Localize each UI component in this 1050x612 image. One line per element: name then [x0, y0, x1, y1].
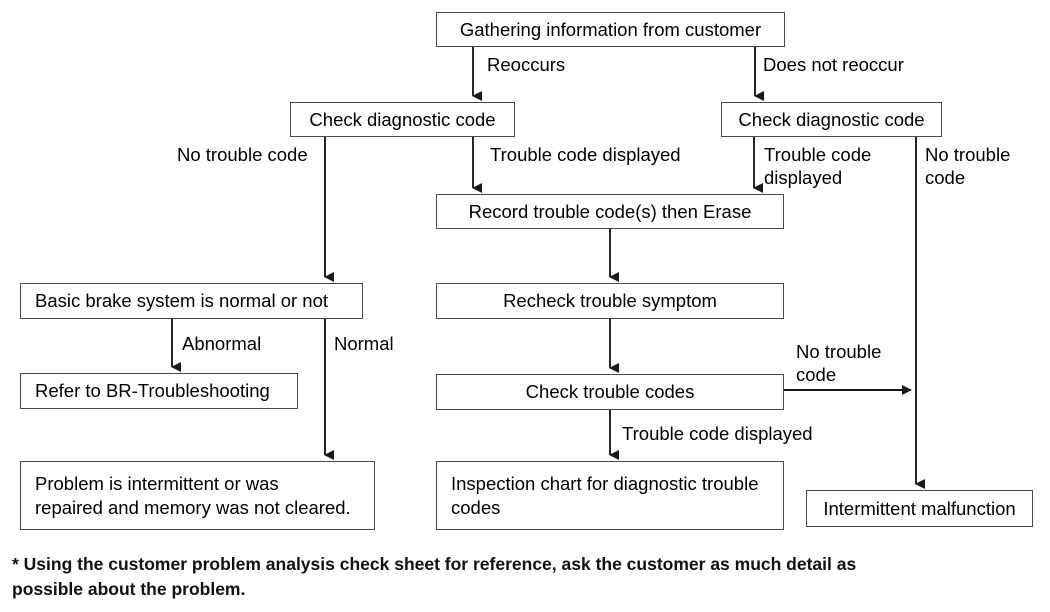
node-label: Inspection chart for diagnostic trouble … [451, 473, 759, 518]
node-inspection-chart-for-dtc[interactable]: Inspection chart for diagnostic trouble … [436, 461, 784, 530]
node-label: Problem is intermittent or was repaired … [35, 473, 351, 518]
node-label: Check diagnostic code [738, 108, 925, 130]
edge-label-reoccurs: Reoccurs [487, 54, 566, 75]
edge-label-no-trouble-code-left: No trouble code [177, 144, 308, 165]
node-label: Intermittent malfunction [823, 497, 1016, 519]
edge-label-no-trouble-code-far-right: No trouble code [925, 144, 1011, 188]
node-refer-to-br-troubleshooting[interactable]: Refer to BR-Troubleshooting [20, 373, 298, 409]
node-label: Check trouble codes [525, 381, 695, 403]
node-check-diagnostic-code-left[interactable]: Check diagnostic code [290, 102, 515, 137]
node-label: Check diagnostic code [309, 108, 496, 130]
node-basic-brake-system-normal-or-not[interactable]: Basic brake system is normal or not [20, 283, 363, 319]
node-gathering-information[interactable]: Gathering information from customer [436, 12, 785, 47]
node-intermittent-malfunction[interactable]: Intermittent malfunction [806, 490, 1033, 527]
edge-label-does-not-reoccur: Does not reoccur [763, 54, 904, 75]
node-check-trouble-codes[interactable]: Check trouble codes [436, 374, 784, 410]
edge-label-trouble-code-displayed-right: Trouble code displayed [764, 144, 872, 188]
node-label: Recheck trouble symptom [503, 290, 717, 312]
edge-label-trouble-code-displayed-middle: Trouble code displayed [490, 144, 681, 165]
node-label: Basic brake system is normal or not [35, 290, 329, 312]
node-check-diagnostic-code-right[interactable]: Check diagnostic code [721, 102, 942, 137]
edge-label-no-trouble-code-middle: No trouble code [796, 341, 882, 385]
edge-label-trouble-code-displayed-bottom: Trouble code displayed [622, 423, 813, 444]
node-recheck-trouble-symptom[interactable]: Recheck trouble symptom [436, 283, 784, 319]
node-problem-is-intermittent[interactable]: Problem is intermittent or was repaired … [20, 461, 375, 530]
edge-label-normal: Normal [334, 333, 394, 354]
edge-label-abnormal: Abnormal [182, 333, 262, 354]
node-label: Record trouble code(s) then Erase [468, 200, 752, 222]
footnote-text: * Using the customer problem analysis ch… [12, 554, 857, 600]
node-record-trouble-codes-then-erase[interactable]: Record trouble code(s) then Erase [436, 194, 784, 229]
node-label: Gathering information from customer [459, 18, 762, 40]
node-label: Refer to BR-Troubleshooting [35, 380, 270, 402]
